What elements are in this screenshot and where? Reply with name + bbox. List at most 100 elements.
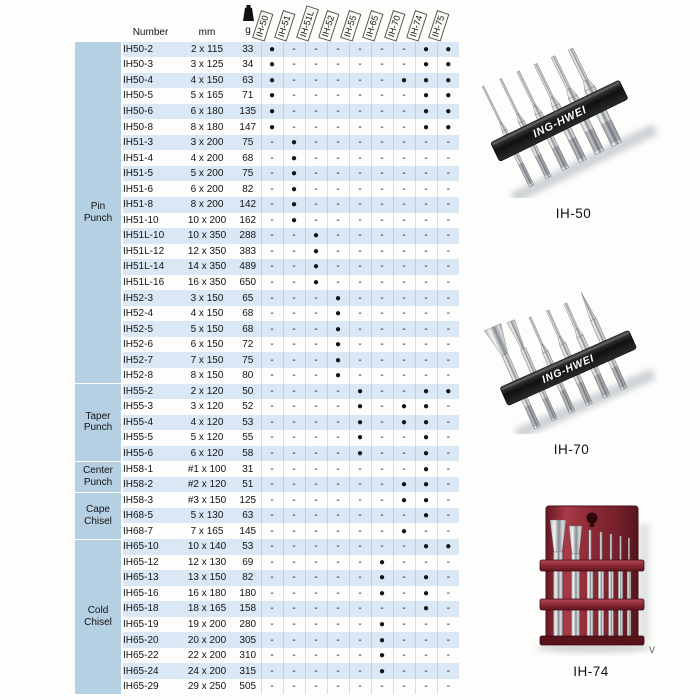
not-included-dash: - [392, 663, 415, 679]
weight-cell: 63 [235, 507, 261, 524]
not-included-dash: - [348, 119, 371, 135]
not-included-dash: - [436, 663, 459, 679]
included-dot: ● [436, 41, 459, 58]
not-included-dash: - [260, 647, 283, 664]
model-number-cell: IH50-2 [122, 41, 179, 58]
model-number-cell: IH51-3 [122, 134, 179, 151]
included-dot: ● [260, 41, 283, 58]
not-included-dash: - [370, 290, 393, 306]
size-cell: 10 x 200 [187, 214, 227, 226]
model-number-cell: IH51-4 [123, 152, 154, 164]
not-included-dash: - [260, 476, 283, 493]
not-included-dash: - [282, 445, 305, 462]
size-cell: 22 x 200 [187, 650, 227, 662]
not-included-dash: - [392, 228, 415, 244]
not-included-dash: - [326, 601, 349, 617]
not-included-dash: - [436, 181, 459, 197]
not-included-dash: - [436, 259, 459, 275]
included-dot: ● [414, 601, 437, 617]
not-included-dash: - [392, 165, 415, 182]
model-number-cell: IH51-8 [122, 196, 179, 213]
model-number-cell: IH55-5 [123, 432, 154, 444]
size-cell: 7 x 165 [190, 525, 224, 537]
not-included-dash: - [392, 88, 415, 104]
weight-cell: 288 [235, 228, 261, 244]
model-number-cell: IH55-2 [122, 383, 179, 400]
included-dot: ● [414, 57, 437, 73]
not-included-dash: - [370, 305, 393, 322]
not-included-dash: - [436, 492, 459, 508]
product-photo-ih70: ING-HWEI IH-70 [484, 286, 659, 457]
not-included-dash: - [326, 212, 349, 229]
size-cell: 5 x 120 [190, 432, 224, 444]
not-included-dash: - [370, 259, 393, 275]
not-included-dash: - [304, 336, 327, 353]
not-included-dash: - [392, 181, 415, 197]
included-dot: ● [436, 103, 459, 120]
not-included-dash: - [436, 228, 459, 244]
not-included-dash: - [414, 196, 437, 213]
included-dot: ● [282, 134, 305, 151]
not-included-dash: - [304, 41, 327, 58]
included-dot: ● [414, 476, 437, 493]
not-included-dash: - [282, 647, 305, 664]
set-column-header: IH-51 [274, 9, 295, 41]
not-included-dash: - [260, 352, 283, 368]
weight-cell: 82 [242, 183, 254, 195]
size-cell: #3 x 150 [187, 494, 227, 506]
included-dot: ● [392, 72, 415, 89]
weight-cell: 34 [242, 59, 254, 71]
included-dot: ● [414, 383, 437, 400]
tool-holder [500, 330, 637, 406]
not-included-dash: - [348, 274, 371, 291]
not-included-dash: - [326, 476, 349, 493]
not-included-dash: - [436, 321, 459, 337]
not-included-dash: - [304, 570, 327, 586]
model-number-cell: IH65-12 [123, 556, 159, 568]
not-included-dash: - [348, 601, 371, 617]
not-included-dash: - [436, 336, 459, 353]
not-included-dash: - [260, 430, 283, 446]
not-included-dash: - [348, 647, 371, 664]
not-included-dash: - [260, 228, 283, 244]
not-included-dash: - [326, 632, 349, 648]
included-dot: ● [370, 554, 393, 571]
not-included-dash: - [348, 181, 371, 197]
not-included-dash: - [326, 383, 349, 400]
not-included-dash: - [436, 585, 459, 602]
not-included-dash: - [436, 134, 459, 151]
not-included-dash: - [348, 259, 371, 275]
size-cell: 5 x 130 [179, 507, 235, 524]
included-dot: ● [260, 119, 283, 135]
weight-cell: 33 [235, 41, 261, 58]
not-included-dash: - [392, 119, 415, 135]
not-included-dash: - [282, 88, 305, 104]
weight-cell: 180 [239, 587, 257, 599]
not-included-dash: - [260, 305, 283, 322]
not-included-dash: - [436, 632, 459, 648]
not-included-dash: - [348, 367, 371, 384]
not-included-dash: - [260, 570, 283, 586]
not-included-dash: - [326, 461, 349, 477]
not-included-dash: - [392, 539, 415, 555]
not-included-dash: - [414, 243, 437, 260]
not-included-dash: - [282, 585, 305, 602]
not-included-dash: - [392, 647, 415, 664]
included-dot: ● [348, 414, 371, 431]
not-included-dash: - [304, 321, 327, 337]
number-column-header: Number [132, 27, 169, 38]
